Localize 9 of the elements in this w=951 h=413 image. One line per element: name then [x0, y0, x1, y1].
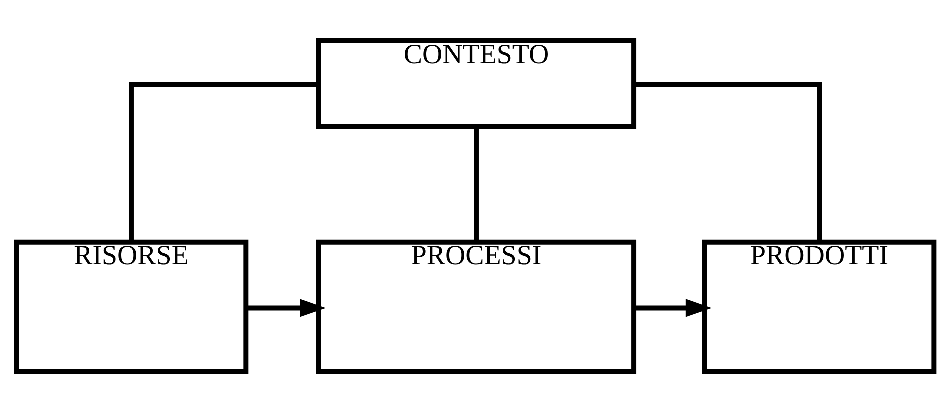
- arrow: [634, 299, 712, 318]
- node-box: PRODOTTI: [702, 240, 937, 375]
- node-box: PROCESSI: [316, 240, 637, 375]
- node-box: RISORSE: [14, 240, 249, 375]
- node-box: CONTESTO: [316, 38, 637, 130]
- connector: [129, 82, 319, 242]
- arrow: [246, 299, 326, 318]
- connector: [634, 82, 822, 242]
- connector: [474, 126, 479, 242]
